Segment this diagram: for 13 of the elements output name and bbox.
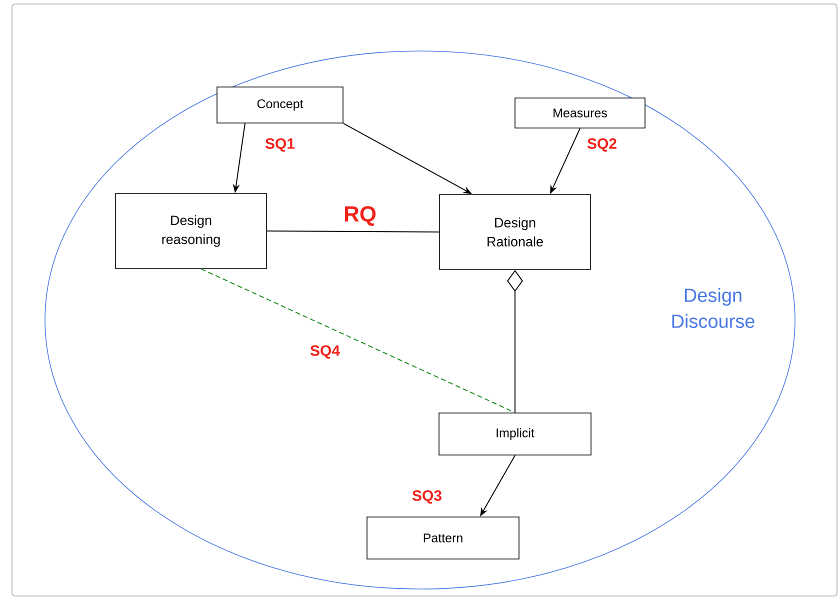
connector-line	[266, 230, 440, 232]
edge-label: SQ3	[412, 490, 442, 504]
edge-label: SQ4	[310, 345, 340, 359]
process-box: Design reasoning	[115, 193, 267, 269]
edge-label: SQ2	[587, 138, 616, 152]
process-box: Pattern	[366, 516, 520, 560]
process-box: Implicit	[438, 412, 592, 456]
connector-line	[200, 268, 516, 414]
process-box: Concept	[216, 86, 344, 124]
process-box: Measures	[514, 98, 646, 128]
edge-label: RQ	[344, 206, 376, 226]
process-box: Design Rationale	[439, 194, 591, 270]
edge-label: SQ1	[265, 138, 295, 152]
